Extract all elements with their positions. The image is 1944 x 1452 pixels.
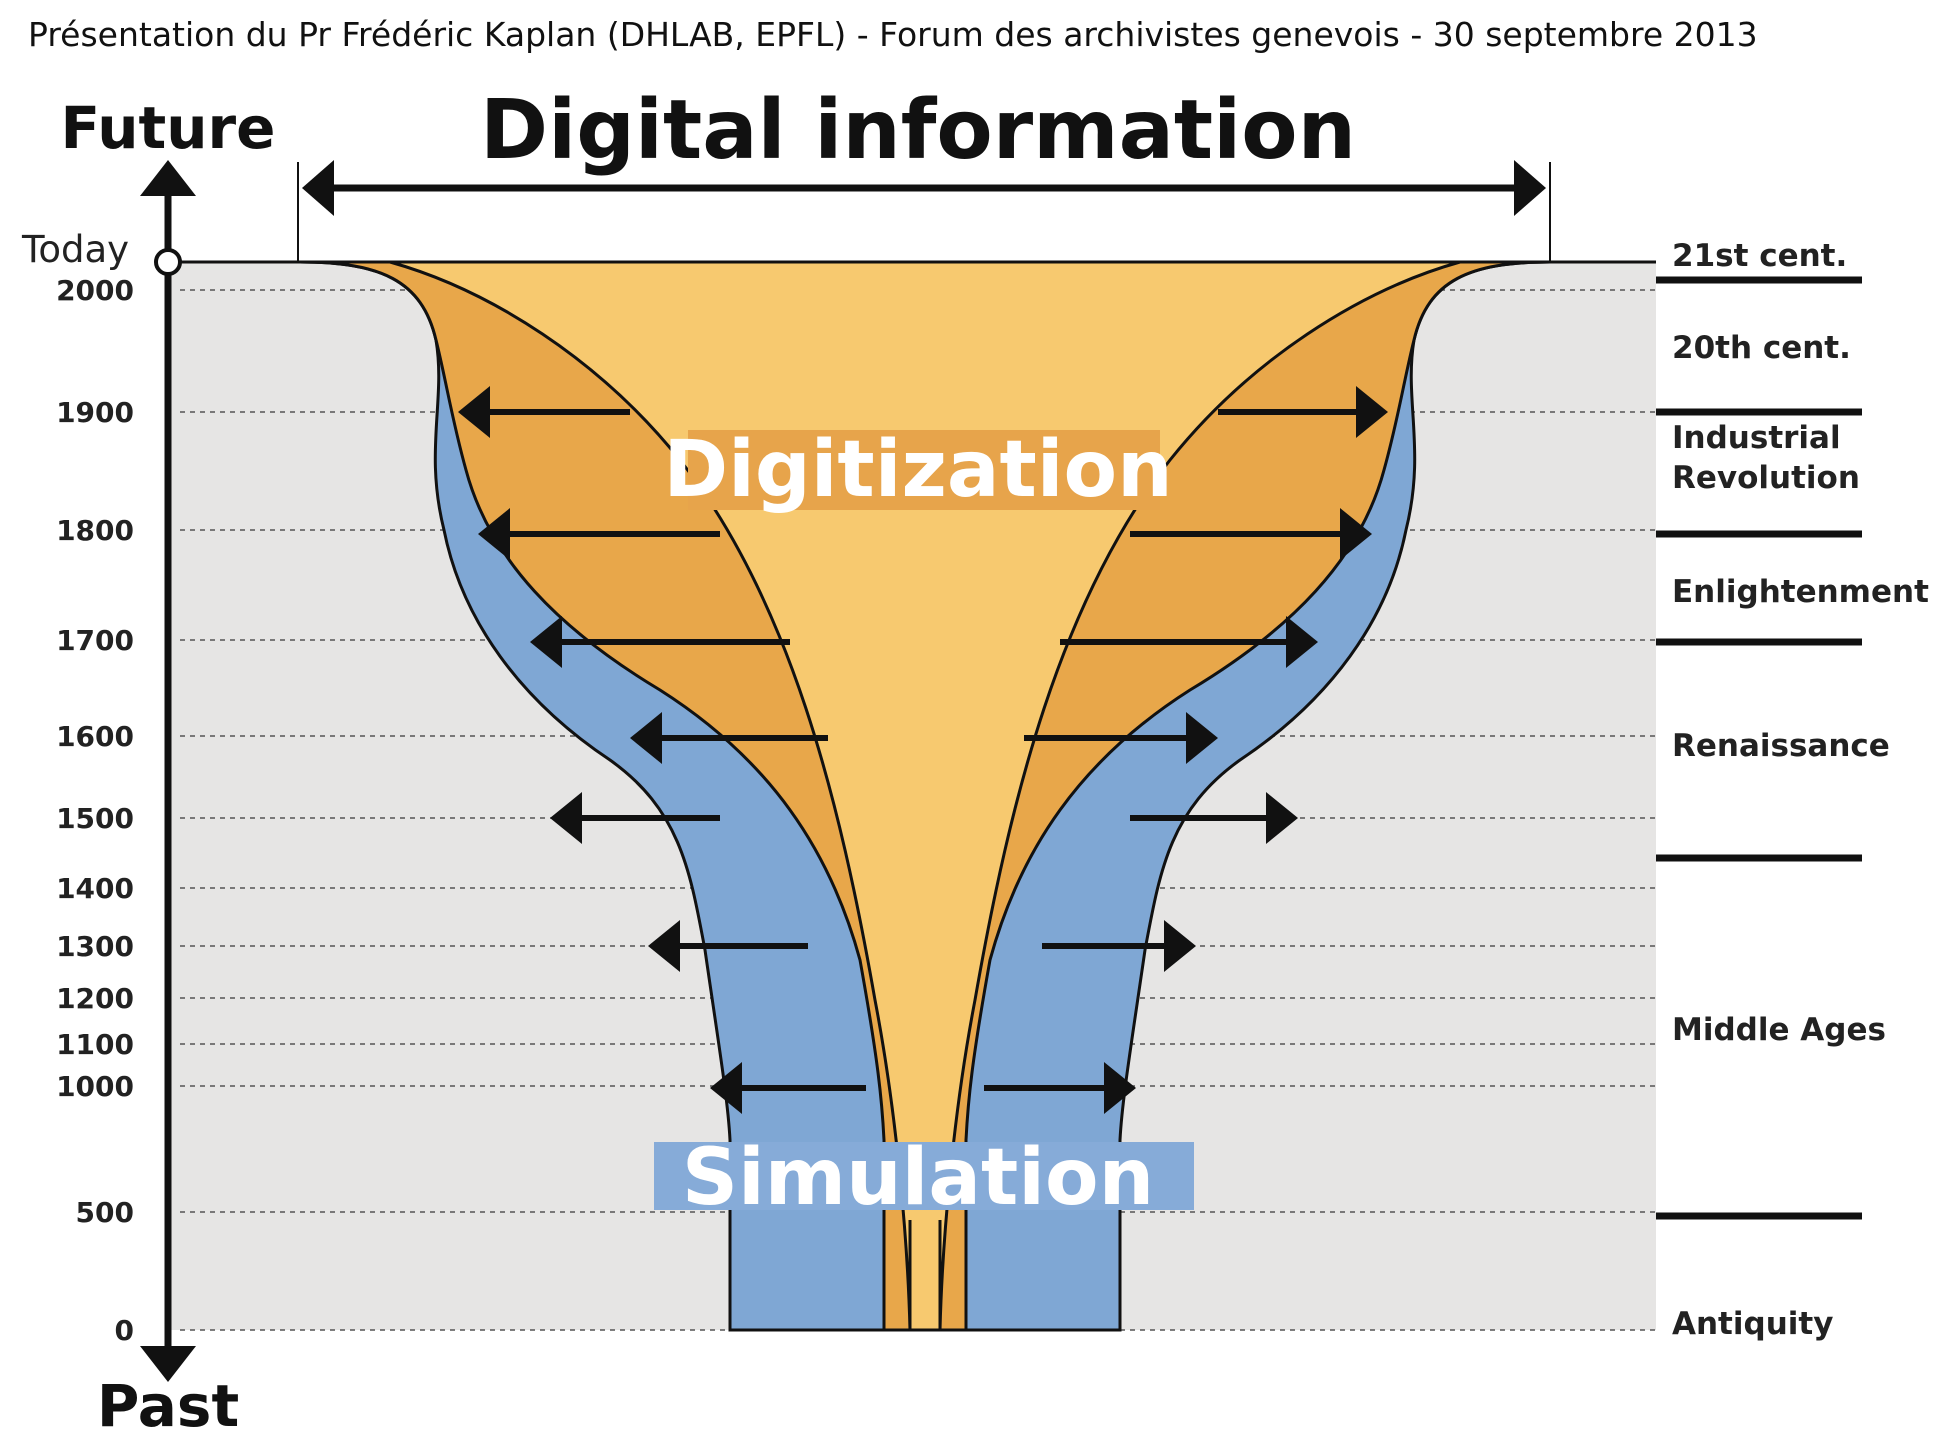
arrow-right-head — [1104, 1062, 1136, 1114]
arrow-left-head — [710, 1062, 742, 1114]
presentation-caption: Présentation du Pr Frédéric Kaplan (DHLA… — [28, 15, 1758, 54]
arrow-left-head — [530, 616, 562, 668]
future-arrowhead — [140, 160, 196, 196]
simulation-banner — [654, 1142, 1194, 1210]
arrow-left-head — [630, 712, 662, 764]
era-label: Enlightenment — [1672, 574, 1929, 610]
arrow-right-head — [1164, 920, 1196, 972]
arrow-right-head — [1340, 508, 1372, 560]
arrow-left-head — [478, 508, 510, 560]
year-labels: 2000 1900 1800 1700 1600 1500 1400 1300 1200 1100… — [56, 274, 134, 1347]
year-label: 500 — [76, 1196, 134, 1229]
title-arrowhead-right — [1514, 160, 1546, 216]
year-label: 1800 — [56, 514, 134, 547]
arrow-right-head — [1286, 616, 1318, 668]
era-label: Middle Ages — [1672, 1012, 1886, 1048]
year-label: 1100 — [56, 1028, 134, 1061]
era-dividers — [1656, 276, 1862, 1220]
past-arrowhead — [140, 1346, 196, 1382]
arrow-right-head — [1266, 792, 1298, 844]
era-labels: 21st cent. 20th cent. IndustrialRevolution… — [1672, 238, 1929, 1342]
era-label: 21st cent. — [1672, 238, 1847, 274]
diagram-title: Digital information — [480, 83, 1356, 178]
simulation-label: Simulation — [682, 1133, 1154, 1223]
title-arrowhead-left — [302, 160, 334, 216]
era-label: Renaissance — [1672, 728, 1890, 764]
era-label: Revolution — [1672, 460, 1860, 496]
future-label: Future — [61, 94, 276, 162]
today-label: Today — [21, 228, 129, 271]
year-label: 1000 — [56, 1070, 134, 1103]
arrow-left-head — [648, 920, 680, 972]
arrow-right-head — [1356, 386, 1388, 438]
era-label: Industrial — [1672, 420, 1841, 456]
today-marker — [154, 248, 182, 276]
arrow-right-head — [1186, 712, 1218, 764]
year-label: 1700 — [56, 624, 134, 657]
arrow-left-head — [550, 792, 582, 844]
year-label: 0 — [115, 1314, 134, 1347]
year-label: 1200 — [56, 982, 134, 1015]
year-label: 1300 — [56, 930, 134, 963]
arrow-left-head — [458, 386, 490, 438]
past-label: Past — [97, 1372, 239, 1440]
era-label: Antiquity — [1672, 1306, 1833, 1342]
year-label: 1400 — [56, 872, 134, 905]
year-label: 1900 — [56, 396, 134, 429]
year-label: 2000 — [56, 274, 134, 307]
year-label: 1500 — [56, 802, 134, 835]
era-label: 20th cent. — [1672, 330, 1851, 366]
year-label: 1600 — [56, 720, 134, 753]
digitization-label: Digitization — [663, 425, 1172, 515]
expansion-arrows — [458, 386, 1388, 1114]
digitization-banner — [688, 430, 1160, 510]
